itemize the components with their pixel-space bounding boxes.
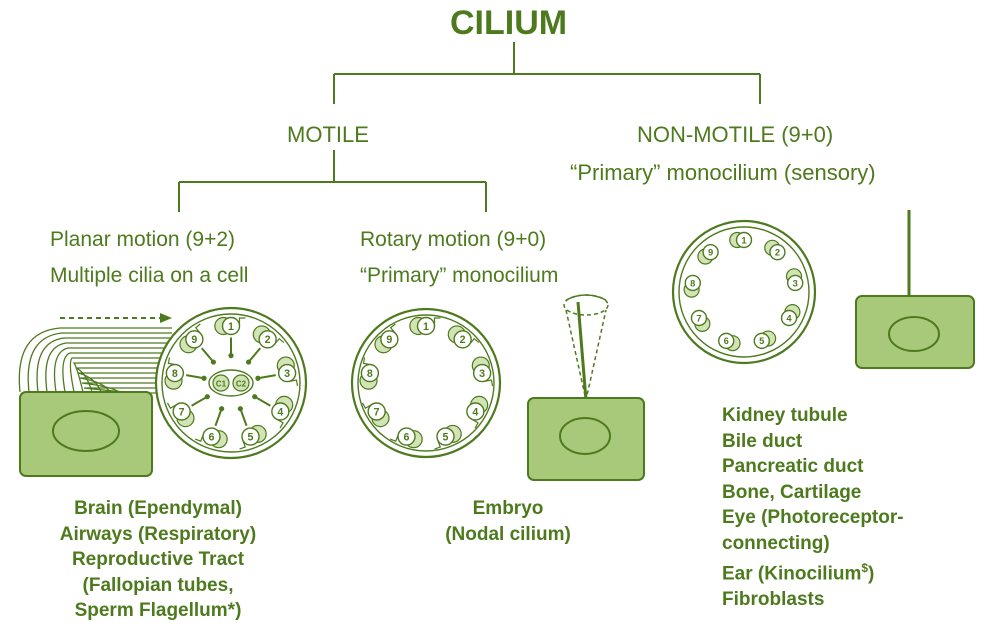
- doublet-number: 3: [793, 278, 798, 288]
- list-item: Eye (Photoreceptor-: [722, 505, 904, 531]
- doublet-number: 5: [759, 336, 764, 346]
- doublet-number: 6: [404, 431, 410, 443]
- list-item: connecting): [722, 531, 904, 557]
- doublet-number: 9: [191, 334, 197, 346]
- doublet-number: 8: [367, 368, 373, 380]
- doublet-number: 5: [248, 431, 254, 443]
- list-item: Fibroblasts: [722, 587, 904, 613]
- nonmotile-label: NON-MOTILE (9+0): [637, 122, 833, 148]
- doublet-number: 8: [690, 278, 695, 288]
- doublet-number: 2: [265, 334, 271, 346]
- axoneme-9-0-rotary-cross-section: 1 2 3 4 5 6 7 8 9: [352, 309, 500, 457]
- planar-multiple-cilia-label: Multiple cilia on a cell: [50, 264, 248, 288]
- primary-cilium-cell: [856, 210, 974, 368]
- list-item: Airways (Respiratory): [60, 522, 256, 548]
- list-item: Bile duct: [722, 429, 904, 455]
- rotary-monocilium-label: “Primary” monocilium: [360, 264, 558, 288]
- doublet-number: 4: [472, 406, 478, 418]
- list-item: Reproductive Tract: [60, 547, 256, 573]
- central-label: C1: [216, 380, 227, 389]
- planar-locations: Brain (Ependymal) Airways (Respiratory) …: [60, 496, 256, 624]
- list-item: (Fallopian tubes,: [60, 573, 256, 599]
- multi-cilia-cell: [19, 313, 172, 476]
- doublet-number: 3: [479, 368, 485, 380]
- planar-motion-label: Planar motion (9+2): [50, 228, 235, 252]
- list-item: Pancreatic duct: [722, 454, 904, 480]
- list-item: Bone, Cartilage: [722, 480, 904, 506]
- rotary-motion-label: Rotary motion (9+0): [360, 228, 546, 252]
- spoke-head: [238, 406, 243, 411]
- page-title: CILIUM: [450, 4, 567, 43]
- central-label: C2: [236, 380, 247, 389]
- doublet-number: 7: [696, 313, 701, 323]
- doublet-number: 1: [228, 321, 234, 333]
- list-item: Kidney tubule: [722, 403, 904, 429]
- nonmotile-locations: Kidney tubule Bile duct Pancreatic duct …: [722, 403, 904, 612]
- doublet-number: 3: [284, 368, 290, 380]
- rotary-locations: Embryo (Nodal cilium): [445, 496, 571, 547]
- spoke-head: [201, 376, 206, 381]
- list-item: Brain (Ependymal): [60, 496, 256, 522]
- spoke-head: [246, 359, 251, 364]
- spoke-head: [252, 394, 257, 399]
- axoneme-9-0-primary-cross-section: 1 2 3 4 5 6 7 8 9: [673, 221, 815, 363]
- doublet-number: 6: [724, 336, 729, 346]
- doublet-number: 6: [209, 431, 215, 443]
- doublet-number: 5: [443, 431, 449, 443]
- axoneme-9-2-cross-section: 1 2 3 4 5 6 7 8 9C1 C2: [156, 308, 306, 458]
- list-item: Sperm Flagellum*): [60, 598, 256, 624]
- doublet-number: 7: [179, 406, 185, 418]
- list-item: Ear (Kinocilium$): [722, 556, 904, 587]
- spoke-head: [219, 406, 224, 411]
- list-item: Embryo: [445, 496, 571, 522]
- doublet-number: 8: [172, 368, 178, 380]
- ear-close: ): [868, 563, 874, 584]
- doublet-number: 1: [741, 235, 746, 245]
- motile-label: MOTILE: [287, 122, 369, 148]
- spoke-head: [255, 376, 260, 381]
- spoke-head: [211, 359, 216, 364]
- doublet-number: 4: [786, 313, 792, 323]
- ear-text: Ear (Kinocilium: [722, 563, 861, 584]
- spoke-head: [205, 394, 210, 399]
- list-item: (Nodal cilium): [445, 522, 571, 548]
- doublet-number: 4: [277, 406, 283, 418]
- doublet-number: 1: [423, 321, 429, 333]
- nonmotile-subtitle: “Primary” monocilium (sensory): [570, 160, 876, 186]
- spoke-head: [228, 353, 233, 358]
- doublet-number: 2: [460, 334, 466, 346]
- doublet-number: 2: [775, 248, 780, 258]
- doublet-number: 7: [374, 406, 380, 418]
- doublet-number: 9: [386, 334, 392, 346]
- doublet-number: 9: [708, 248, 713, 258]
- nodal-cilium-cell: [528, 295, 644, 480]
